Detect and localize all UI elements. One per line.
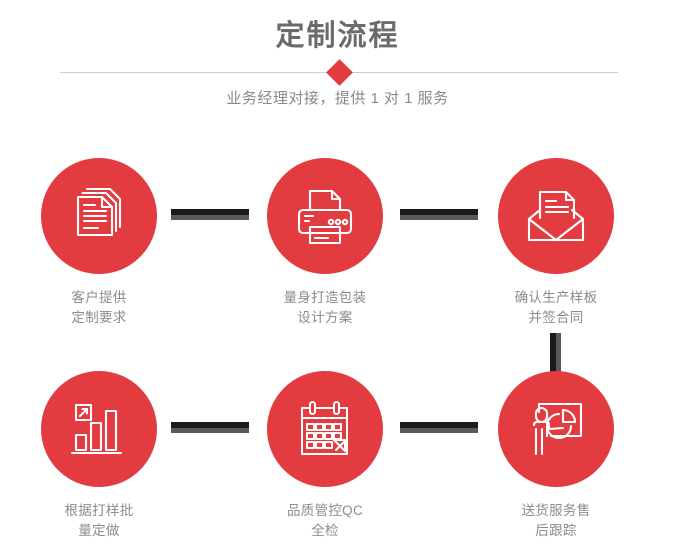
connector-bar xyxy=(550,333,556,377)
connector-step4-step5 xyxy=(171,422,249,433)
connector-bar xyxy=(400,209,478,215)
flow-step-4[interactable]: 根据打样批 量定做 xyxy=(24,371,174,541)
flow-step-3-label: 确认生产样板 并签合同 xyxy=(514,290,598,325)
presenter-pie-chart-icon xyxy=(525,398,587,460)
diamond-marker-icon xyxy=(326,59,353,86)
connector-shadow xyxy=(556,333,561,377)
flow-step-2-label: 量身打造包装 设计方案 xyxy=(283,290,367,325)
connector-bar xyxy=(171,422,249,428)
title-divider xyxy=(60,59,618,86)
flow-step-3-circle xyxy=(498,158,614,274)
bar-chart-growth-icon xyxy=(69,399,129,459)
flow-step-5[interactable]: 品质管控QC 全检 xyxy=(250,371,400,541)
connector-shadow xyxy=(171,428,249,433)
calendar-check-icon xyxy=(294,398,356,460)
envelope-mail-icon xyxy=(524,184,588,248)
flow-step-5-circle xyxy=(267,371,383,487)
flow-step-6[interactable]: 送货服务售 后跟踪 xyxy=(481,371,631,541)
connector-shadow xyxy=(400,215,478,220)
flow-step-5-label: 品质管控QC 全检 xyxy=(286,503,364,538)
connector-bar xyxy=(171,209,249,215)
process-flow-diagram: 客户提供 定制要求 xyxy=(0,130,675,550)
connector-step5-step6 xyxy=(400,422,478,433)
connector-bar xyxy=(400,422,478,428)
flow-step-6-circle xyxy=(498,371,614,487)
connector-step1-step2 xyxy=(171,209,249,220)
flow-step-1-label: 客户提供 定制要求 xyxy=(71,290,127,325)
connector-shadow xyxy=(400,428,478,433)
connector-step2-step3 xyxy=(400,209,478,220)
page-header: 定制流程 业务经理对接，提供 1 对 1 服务 xyxy=(0,0,675,130)
flow-step-1-circle xyxy=(41,158,157,274)
flow-step-3[interactable]: 确认生产样板 并签合同 xyxy=(481,158,631,328)
flow-step-6-label: 送货服务售 后跟踪 xyxy=(521,503,591,538)
flow-step-2[interactable]: 量身打造包装 设计方案 xyxy=(250,158,400,328)
flow-step-4-label: 根据打样批 量定做 xyxy=(64,503,134,538)
printer-icon xyxy=(293,184,357,248)
flow-step-2-circle xyxy=(267,158,383,274)
documents-icon xyxy=(68,185,130,247)
page-title: 定制流程 xyxy=(275,20,400,52)
flow-step-1[interactable]: 客户提供 定制要求 xyxy=(24,158,174,328)
page-subtitle: 业务经理对接，提供 1 对 1 服务 xyxy=(226,90,449,107)
flow-step-4-circle xyxy=(41,371,157,487)
connector-step3-step6 xyxy=(550,333,561,377)
connector-shadow xyxy=(171,215,249,220)
